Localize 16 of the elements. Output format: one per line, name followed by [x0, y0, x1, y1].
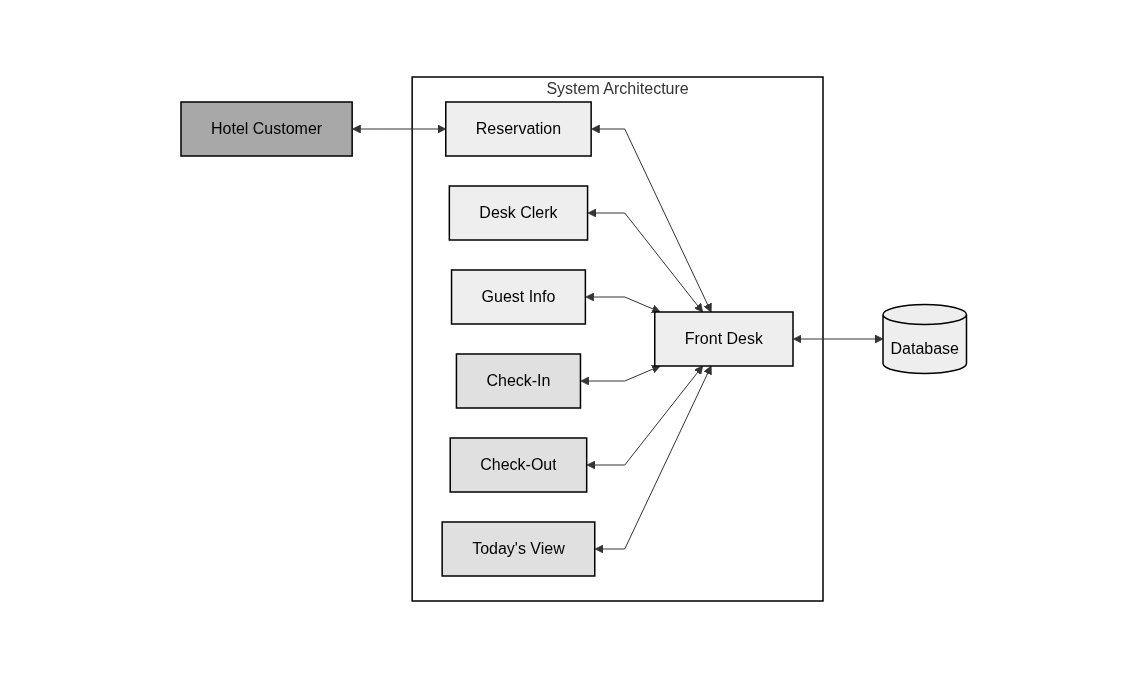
arrow — [580, 365, 661, 386]
arrow — [585, 292, 661, 313]
arrow — [586, 365, 704, 470]
node-box: Guest Info — [451, 269, 587, 325]
node-box: Desk Clerk — [448, 185, 589, 241]
node-box: Check-Out — [449, 437, 588, 493]
arrow — [595, 365, 712, 554]
arrow — [352, 124, 447, 134]
node-box: Check-In — [455, 353, 582, 409]
node-box: Front Desk — [654, 311, 794, 367]
node-box: Hotel Customer — [180, 101, 354, 157]
node-box: Reservation — [445, 101, 593, 157]
arrow — [591, 124, 712, 313]
arrow — [587, 208, 704, 313]
arrow — [793, 334, 884, 344]
node-box: Today's View — [441, 521, 596, 577]
